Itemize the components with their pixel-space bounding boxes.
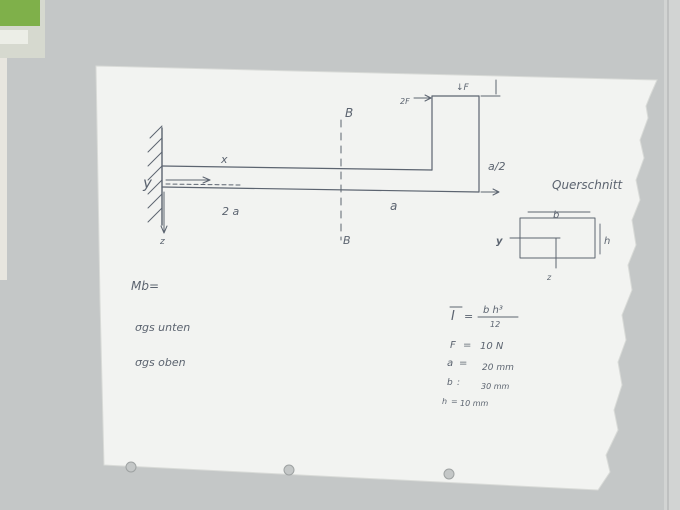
svg-text:30 mm: 30 mm bbox=[481, 382, 510, 391]
dim-a-label: a bbox=[390, 199, 397, 213]
axis-z-label: z bbox=[159, 237, 165, 247]
svg-text:=: = bbox=[459, 358, 467, 369]
cs-y-label: y bbox=[496, 236, 503, 247]
cs-dim-h-label: h bbox=[604, 236, 610, 247]
note-card-label bbox=[0, 30, 28, 44]
svg-text:=: = bbox=[451, 397, 458, 406]
binder-hole bbox=[125, 461, 137, 473]
pinboard-strip-left bbox=[0, 0, 7, 280]
cs-dim-b-label: b bbox=[553, 210, 559, 221]
dim-2a-label: 2 a bbox=[222, 205, 239, 218]
axis-y-label: y bbox=[142, 174, 153, 192]
section-b-bottom-label: B bbox=[343, 234, 351, 247]
svg-text:10 mm: 10 mm bbox=[460, 399, 489, 408]
svg-text::: : bbox=[457, 378, 460, 388]
svg-text:F: F bbox=[450, 340, 456, 351]
force-2f-arrowhead bbox=[424, 94, 432, 102]
given-b: b : 30 mm bbox=[447, 378, 510, 391]
formula-numerator: b h³ bbox=[483, 305, 503, 316]
cross-section-title: Querschnitt bbox=[552, 178, 623, 192]
svg-text:=: = bbox=[463, 340, 471, 351]
question-sigma-top: σgs oben bbox=[135, 356, 186, 369]
question-sigma-bottom: σgs unten bbox=[135, 321, 190, 334]
paper-sheet bbox=[95, 65, 658, 491]
svg-text:20 mm: 20 mm bbox=[482, 363, 514, 373]
formula-eq: = bbox=[464, 310, 473, 323]
fixed-support bbox=[147, 125, 163, 226]
given-h: h = 10 mm bbox=[442, 397, 489, 408]
svg-text:h: h bbox=[442, 397, 447, 406]
note-card-green-band bbox=[0, 0, 40, 26]
axis-x-label: x bbox=[220, 153, 228, 166]
question-mb: Mb= bbox=[131, 279, 159, 293]
svg-text:10 N: 10 N bbox=[480, 341, 504, 352]
dim-a-half-label: a/2 bbox=[488, 160, 505, 173]
binder-hole bbox=[283, 464, 295, 476]
wall-panel-right bbox=[664, 0, 680, 510]
binder-hole bbox=[443, 468, 455, 480]
section-b-top-label: B bbox=[345, 106, 353, 120]
svg-text:b: b bbox=[447, 378, 453, 388]
svg-text:a: a bbox=[447, 358, 453, 369]
cs-z-label: z bbox=[546, 273, 552, 282]
z-axis-arrowhead bbox=[160, 225, 168, 234]
formula-denominator: 12 bbox=[490, 320, 500, 329]
x-axis-arrowhead bbox=[202, 176, 211, 184]
given-f: F = 10 N bbox=[450, 340, 504, 352]
given-a: a = 20 mm bbox=[447, 358, 514, 373]
formula-lhs: I bbox=[451, 309, 455, 324]
dim-arrowhead bbox=[492, 188, 500, 196]
beam-centerline bbox=[165, 183, 241, 186]
force-2f-label: 2F bbox=[400, 97, 410, 106]
beam-outline bbox=[161, 95, 480, 193]
cross-section-sketch bbox=[509, 211, 601, 269]
force-f-label: ↓F bbox=[456, 83, 470, 93]
